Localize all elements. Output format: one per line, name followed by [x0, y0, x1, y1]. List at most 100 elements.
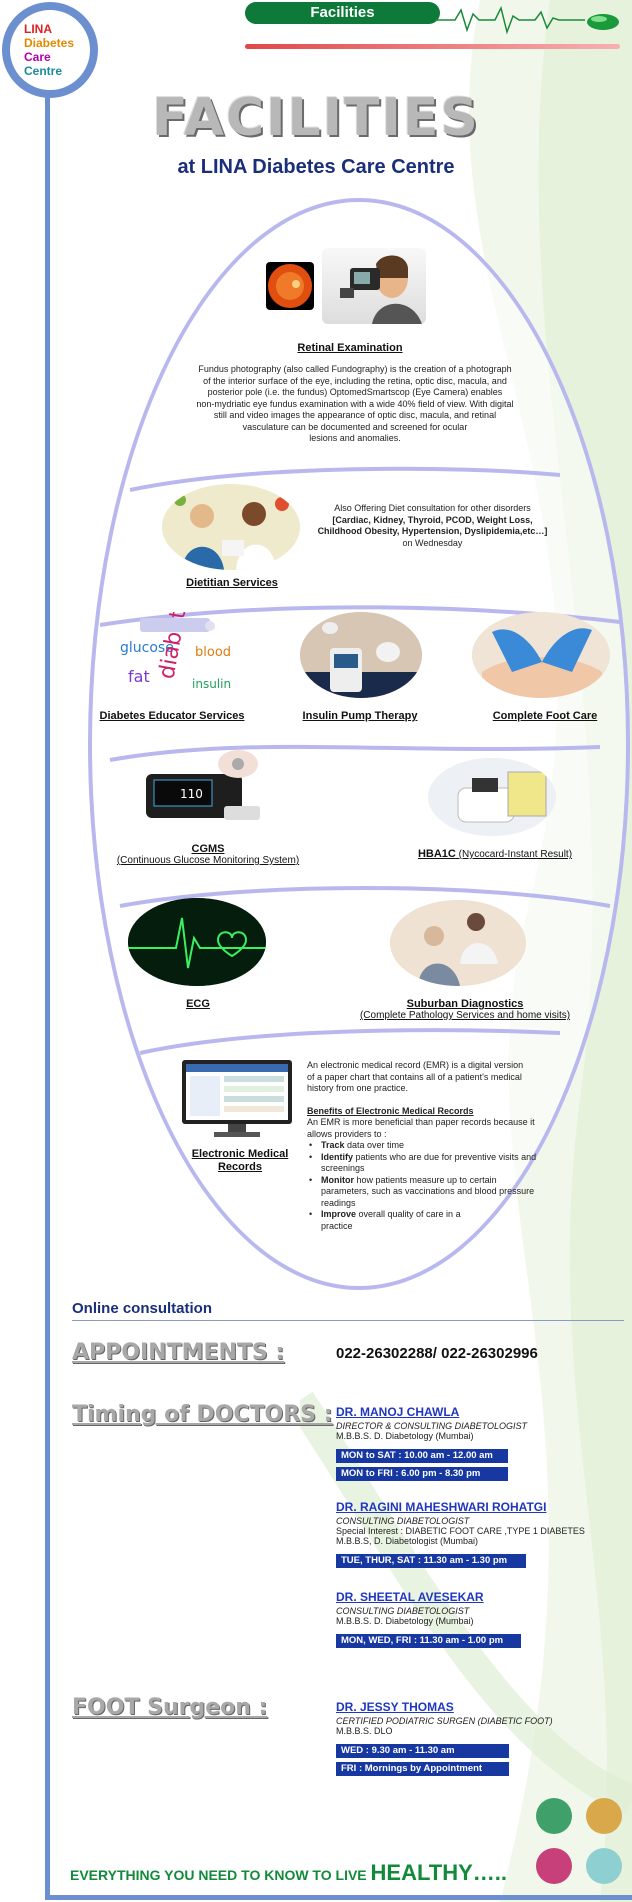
hba1c-subtitle: (Nycocard-Instant Result) [455, 849, 573, 860]
appointments-label: APPOINTMENTS : [72, 1340, 285, 1365]
emr-benefits-title: Benefits of Electronic Medical Records [307, 1105, 474, 1116]
emr-bullet: •Improve overall quality of care in a pr… [309, 1209, 461, 1231]
timing-slot: MON to SAT : 10.00 am - 12.00 am [336, 1449, 508, 1463]
doctor-qualification: M.B.B.S, D. Diabetologist (Mumbai) [336, 1536, 479, 1546]
bullet-text: data over time [344, 1140, 405, 1150]
retinal-line: non-mydriatic eye fundus examination wit… [196, 398, 514, 409]
timing-slot: MON, WED, FRI : 11.30 am - 1.00 pm [336, 1634, 521, 1648]
timing-slot: TUE, THUR, SAT : 11.30 am - 1.30 pm [336, 1554, 526, 1568]
hba1c-block[interactable]: HBA1C (Nycocard-Instant Result) [400, 844, 590, 862]
diet-line: Childhood Obesity, Hypertension, Dyslipi… [317, 526, 548, 536]
retinal-description: Fundus photography (also called Fundogra… [170, 364, 540, 445]
diet-line: Also Offering Diet consultation for othe… [334, 503, 531, 513]
diabetes-word-cloud-image: glucose diabetes blood fat insulin [110, 583, 240, 704]
eye-camera-image [322, 248, 426, 324]
suburban-title: Suburban Diagnostics [406, 998, 524, 1010]
retinal-title[interactable]: Retinal Examination [297, 342, 403, 354]
doctor-qualification: M.B.B.S. D. Diabetology (Mumbai) [336, 1616, 474, 1626]
wave-divider [139, 1028, 561, 1055]
emr-bullet: •Identify patients who are due for preve… [309, 1151, 537, 1174]
doctor-card-manoj-chawla: DR. MANOJ CHAWLA DIRECTOR & CONSULTING D… [336, 1405, 616, 1481]
diet-line: on Wednesday [402, 537, 463, 548]
retinal-line: lesions and anomalies. [309, 433, 401, 443]
logo-line-1: LINA [24, 22, 52, 36]
page-title: FACILITIES [152, 88, 480, 148]
appointment-phones[interactable]: 022-26302288/ 022-26302996 [336, 1345, 538, 1362]
doctor-role: CONSULTING DIABETOLOGIST [336, 1606, 470, 1616]
insulin-pump-title[interactable]: Insulin Pump Therapy [302, 710, 418, 722]
emr-intro-line: An electronic medical record (EMR) is a … [307, 1060, 524, 1070]
retinal-line: of the interior surface of the eye, incl… [203, 375, 507, 386]
diet-line: [Cardiac, Kidney, Thyroid, PCOD, Weight … [332, 514, 533, 525]
bullet-bold: Identify [321, 1151, 354, 1162]
timing-slot: MON to FRI : 6.00 pm - 8.30 pm [336, 1467, 508, 1481]
retinal-line: still and video images the appearance of… [213, 410, 497, 420]
bullet-text: how patients measure up to certain param… [321, 1174, 535, 1208]
cgms-title: CGMS [191, 843, 225, 855]
hba1c-device-image [428, 758, 556, 836]
timing-slot: FRI : Mornings by Appointment [336, 1762, 509, 1776]
doctor-name[interactable]: DR. SHEETAL AVESEKAR [336, 1590, 484, 1604]
home-visit-image [390, 900, 526, 986]
dietitian-title[interactable]: Dietitian Services [186, 577, 278, 589]
header-divider [245, 44, 620, 49]
logo-line-2: Diabetes [24, 36, 75, 50]
emr-benefits-intro: allows providers to : [307, 1128, 387, 1139]
doctor-card-ragini-rohatgi: DR. RAGINI MAHESHWARI ROHATGI CONSULTING… [336, 1500, 626, 1568]
svg-text:insulin: insulin [192, 677, 231, 691]
clinic-logo[interactable]: LINA Diabetes Care Centre [2, 2, 98, 98]
doctor-qualification: M.B.B.S. D. Diabetology (Mumbai) [336, 1431, 474, 1441]
doctor-name[interactable]: DR. MANOJ CHAWLA [336, 1405, 460, 1419]
emr-intro-line: of a paper chart that contains all of a … [307, 1071, 522, 1082]
bullet-bold: Track [321, 1140, 345, 1150]
emr-title[interactable]: Electronic Medical Records [180, 1148, 300, 1174]
retinal-line: Fundus photography (also called Fundogra… [198, 364, 512, 374]
ecg-title[interactable]: ECG [186, 998, 210, 1010]
bullet-bold: Improve [321, 1209, 357, 1219]
emr-bullet: •Track data over time [309, 1140, 405, 1150]
dietitian-image [162, 484, 300, 570]
cgms-subtitle: (Continuous Glucose Monitoring System) [116, 855, 300, 866]
online-consultation-link[interactable]: Online consultation [72, 1300, 213, 1317]
doctor-name[interactable]: DR. RAGINI MAHESHWARI ROHATGI [336, 1500, 547, 1514]
doctor-qualification: M.B.B.S. DLO [336, 1726, 393, 1736]
bullet-bold: Monitor [321, 1174, 354, 1185]
bullet-text: overall quality of care in a practice [321, 1209, 461, 1231]
bottom-frame-line [45, 1895, 632, 1900]
retinal-line: posterior pole (i.e. the fundus) Optomed… [207, 387, 503, 397]
retina-image [266, 262, 314, 310]
doctor-card-sheetal-avesekar: DR. SHEETAL AVESEKAR CONSULTING DIABETOL… [336, 1590, 616, 1648]
doctor-name[interactable]: DR. JESSY THOMAS [336, 1700, 454, 1714]
emr-title-line: Electronic Medical [191, 1148, 289, 1160]
facilities-header-pill: Facilities [245, 2, 440, 24]
ecg-line-icon [435, 5, 619, 35]
emr-intro-line: history from one practice. [307, 1083, 409, 1093]
cgms-block[interactable]: CGMS (Continuous Glucose Monitoring Syst… [98, 843, 318, 866]
doctor-role: CERTIFIED PODIATRIC SURGEN (DIABETIC FOO… [336, 1716, 553, 1726]
decor-dot-green [536, 1798, 572, 1834]
footer-big-text: HEALTHY….. [370, 1860, 508, 1885]
diabetes-educator-title[interactable]: Diabetes Educator Services [99, 710, 245, 722]
decor-dot-pink [536, 1848, 572, 1884]
ecg-monitor-image [128, 898, 266, 986]
decor-dot-gold [586, 1798, 622, 1834]
logo-line-4: Centre [24, 64, 63, 78]
suburban-subtitle: (Complete Pathology Services and home vi… [359, 1010, 571, 1021]
retinal-line: vasculature can be documented and screen… [242, 421, 468, 432]
wave-divider [129, 466, 561, 492]
logo-line-3: Care [24, 50, 51, 64]
emr-benefits-intro: An EMR is more beneficial than paper rec… [307, 1117, 535, 1127]
facilities-ellipse [88, 198, 630, 1290]
suburban-block[interactable]: Suburban Diagnostics (Complete Pathology… [350, 998, 580, 1021]
decor-dot-teal [586, 1848, 622, 1884]
online-divider [72, 1320, 624, 1321]
foot-care-title[interactable]: Complete Foot Care [492, 710, 598, 722]
left-frame-line [45, 70, 50, 1900]
foot-care-image [472, 612, 610, 698]
footer-small-text: EVERYTHING YOU NEED TO KNOW TO LIVE [70, 1867, 371, 1883]
emr-bullet: •Monitor how patients measure up to cert… [309, 1174, 535, 1208]
doctor-card-jessy-thomas: DR. JESSY THOMAS CERTIFIED PODIATRIC SUR… [336, 1700, 616, 1776]
dietitian-info: Also Offering Diet consultation for othe… [305, 503, 560, 549]
svg-text:glucose: glucose [120, 640, 174, 656]
timing-label: Timing of DOCTORS : [72, 1402, 333, 1427]
